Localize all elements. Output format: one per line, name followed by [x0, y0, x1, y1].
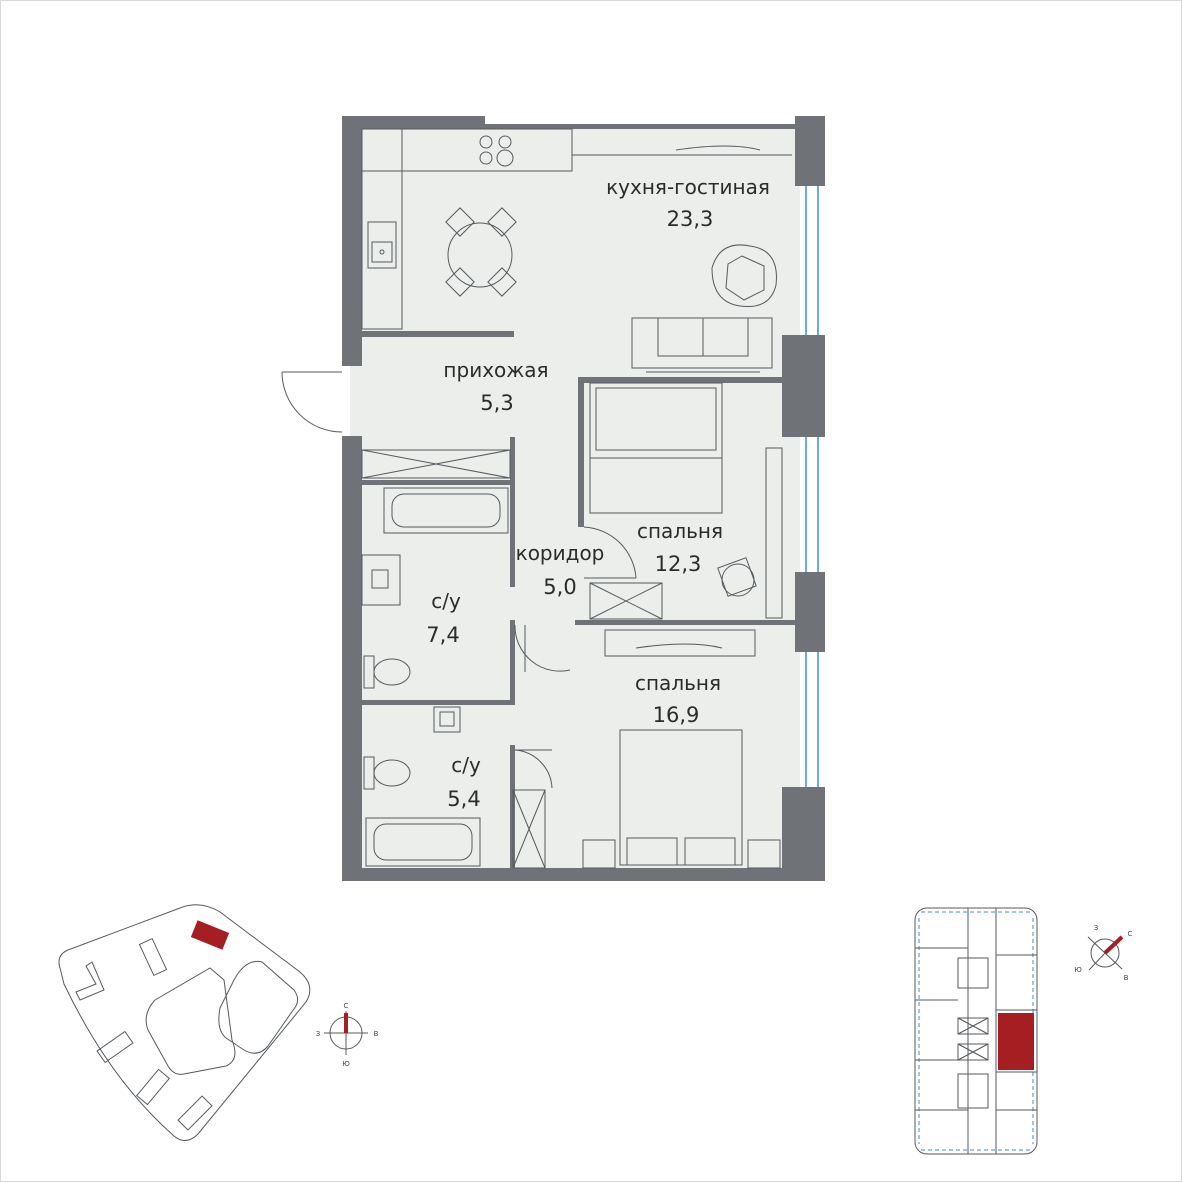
chair-icon	[711, 244, 777, 308]
compass-floor-east: В	[1124, 974, 1129, 982]
compass-site-north: С	[344, 1002, 349, 1010]
bathtub-icon	[365, 817, 481, 867]
window-icon	[805, 186, 819, 787]
room-area-kitchen: 23,3	[667, 207, 714, 231]
building-highlight	[190, 920, 230, 950]
toilet-icon	[363, 655, 411, 689]
bed-icon	[589, 382, 723, 514]
sink-icon	[361, 554, 401, 606]
compass-icon: С Ю З В	[1074, 924, 1132, 982]
door-icon	[514, 526, 637, 789]
floor-key-plan	[914, 907, 1038, 1155]
door-icon	[281, 371, 343, 433]
compass-floor-north: С	[1128, 930, 1133, 938]
room-area-bathroom-2: 5,4	[447, 787, 480, 811]
compass-site-east: В	[374, 1030, 379, 1038]
sofa-icon	[631, 317, 773, 373]
compass-site-south: Ю	[342, 1060, 350, 1068]
toilet-icon	[363, 756, 411, 790]
compass-floor-west: З	[1094, 924, 1099, 932]
bathtub-icon	[383, 487, 509, 534]
room-area-bedroom-1: 12,3	[655, 552, 702, 576]
room-name-bedroom-1: спальня	[637, 519, 723, 543]
room-area-hall: 5,3	[480, 391, 513, 415]
room-area-bedroom-2: 16,9	[653, 703, 700, 727]
room-name-kitchen: кухня-гостиная	[606, 175, 770, 199]
room-name-bathroom-1: с/у	[431, 589, 461, 613]
kitchen-counter	[361, 128, 792, 330]
table-icon	[445, 207, 517, 297]
room-name-hall: прихожая	[443, 358, 548, 382]
chair-icon	[717, 557, 757, 597]
compass-site-west: З	[316, 1030, 321, 1038]
site-plan	[58, 904, 311, 1141]
wardrobe	[589, 447, 783, 620]
bed-icon	[582, 729, 781, 869]
wardrobe	[604, 629, 756, 657]
apartment-floor	[350, 125, 800, 877]
stove-icon	[479, 135, 514, 167]
room-area-bathroom-1: 7,4	[426, 623, 459, 647]
exterior-walls	[342, 116, 825, 881]
compass-icon: С Ю З В	[316, 1002, 379, 1068]
room-area-corridor: 5,0	[543, 575, 576, 599]
room-name-corridor: коридор	[516, 541, 605, 565]
sink-icon	[367, 221, 397, 269]
room-name-bathroom-2: с/у	[451, 753, 481, 777]
room-name-bedroom-2: спальня	[635, 671, 721, 695]
compass-floor-south: Ю	[1074, 966, 1082, 974]
apartment-highlight	[998, 1013, 1034, 1070]
sink-icon	[433, 706, 461, 733]
storage-closet	[361, 449, 546, 869]
